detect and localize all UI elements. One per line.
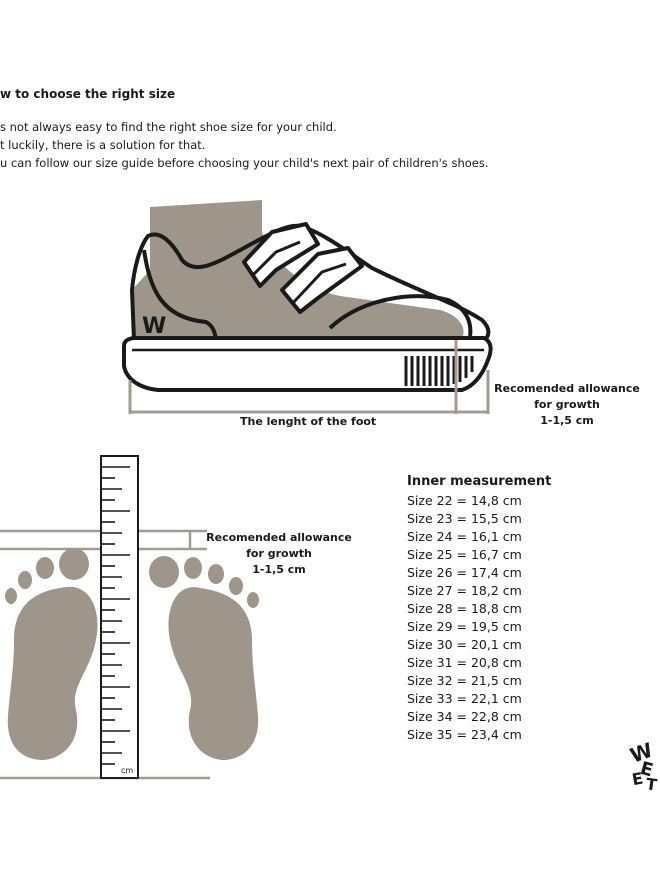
- allowance-line: for growth: [246, 547, 312, 560]
- right-foot: [149, 556, 259, 760]
- size-row: Size 29 = 19,5 cm: [407, 619, 522, 634]
- allowance-line: 1-1,5 cm: [540, 414, 594, 427]
- size-row: Size 34 = 22,8 cm: [407, 709, 522, 724]
- intro-line: s not always easy to find the right shoe…: [0, 120, 337, 134]
- size-row: Size 31 = 20,8 cm: [407, 655, 522, 670]
- velcro-straps: [242, 222, 364, 314]
- shoe-allowance-label: Recomended allowance for growth 1-1,5 cm: [492, 381, 642, 429]
- foot-length-label: The lenght of the foot: [240, 415, 377, 428]
- page-heading: w to choose the right size: [0, 87, 176, 101]
- feet-illustration: cm: [0, 455, 259, 780]
- shoe-logo: W: [142, 314, 166, 339]
- ruler-unit: cm: [121, 766, 133, 775]
- size-table-title: Inner measurement: [407, 474, 552, 489]
- left-foot: [5, 548, 98, 760]
- size-table: Size 22 = 14,8 cm Size 23 = 15,5 cm Size…: [407, 492, 522, 744]
- shoe-measure-lines: [128, 340, 490, 414]
- size-row: Size 25 = 16,7 cm: [407, 547, 522, 562]
- shoe-illustration: W: [122, 200, 493, 414]
- size-row: Size 33 = 22,1 cm: [407, 691, 522, 706]
- brand-mark: W E E T: [627, 738, 658, 795]
- allowance-line: Recomended allowance: [494, 382, 640, 395]
- allowance-line: 1-1,5 cm: [252, 563, 306, 576]
- shoe-toe-cap: [328, 294, 473, 337]
- intro-text: s not always easy to find the right shoe…: [0, 118, 489, 172]
- size-row: Size 24 = 16,1 cm: [407, 529, 522, 544]
- sole-tread: [404, 356, 474, 386]
- size-row: Size 28 = 18,8 cm: [407, 601, 522, 616]
- size-row: Size 22 = 14,8 cm: [407, 493, 522, 508]
- size-row: Size 23 = 15,5 cm: [407, 511, 522, 526]
- size-row: Size 32 = 21,5 cm: [407, 673, 522, 688]
- size-row: Size 35 = 23,4 cm: [407, 727, 522, 742]
- allowance-line: Recomended allowance: [206, 531, 352, 544]
- brand-mark-letter: E: [638, 758, 655, 781]
- intro-line: u can follow our size guide before choos…: [0, 156, 489, 170]
- size-row: Size 26 = 17,4 cm: [407, 565, 522, 580]
- brand-mark-letter: E: [631, 769, 645, 790]
- size-row: Size 30 = 20,1 cm: [407, 637, 522, 652]
- brand-mark-letter: T: [645, 774, 659, 794]
- ruler-ticks: [101, 466, 130, 765]
- shoe-heel-line: [142, 249, 218, 343]
- intro-line: t luckily, there is a solution for that.: [0, 138, 206, 152]
- feet-allowance-label: Recomended allowance for growth 1-1,5 cm: [204, 530, 354, 578]
- allowance-line: for growth: [534, 398, 600, 411]
- ruler: cm: [100, 455, 139, 779]
- foot-silhouette-in-shoe: [132, 200, 464, 344]
- size-row: Size 27 = 18,2 cm: [407, 583, 522, 598]
